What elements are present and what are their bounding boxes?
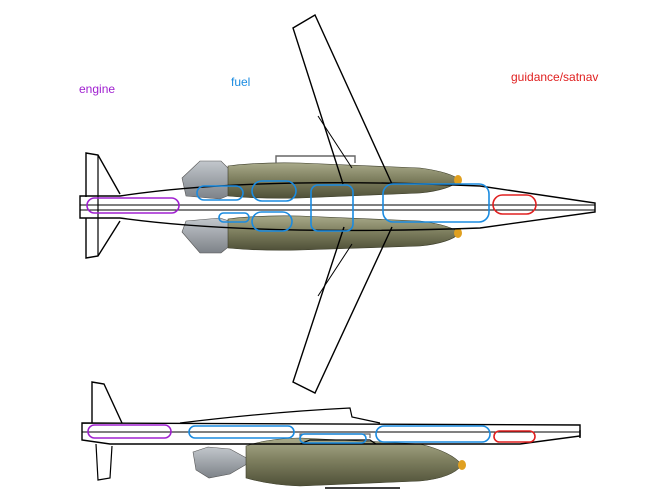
side-fuselage-outline — [81, 422, 581, 445]
top-fuel-zone-1 — [196, 185, 244, 201]
fuel-label: fuel — [231, 75, 251, 89]
top-guidance-zone — [492, 194, 537, 215]
side-bomb-fins — [192, 446, 253, 479]
side-bomb-body — [245, 437, 463, 487]
upper-bomb-fins — [181, 160, 233, 200]
side-bomb-tip — [458, 460, 466, 470]
top-tail-upper — [85, 152, 121, 197]
top-wing-lower — [292, 226, 393, 394]
side-dorsal-hump — [179, 407, 381, 424]
top-wing-brace-1 — [317, 115, 353, 169]
lower-bomb-fins — [181, 217, 233, 254]
side-engine-zone — [87, 424, 172, 439]
side-ventral-pylon — [299, 439, 377, 445]
side-fuel-zone-3 — [375, 425, 491, 443]
engine-label: engine — [79, 82, 116, 96]
top-engine-zone — [86, 197, 180, 214]
side-tail-ventral — [95, 443, 113, 481]
top-wing-brace-2 — [317, 243, 353, 297]
lower-bomb-body — [227, 215, 461, 251]
side-bomb — [192, 433, 466, 489]
side-fuel-zone-2 — [299, 433, 367, 444]
top-fuel-zone-2 — [218, 212, 250, 223]
side-fuel-zone-1 — [188, 425, 295, 439]
side-guidance-zone — [493, 430, 536, 443]
upper-bomb — [181, 155, 462, 200]
upper-bomb-rail — [275, 155, 356, 163]
top-tail-lower — [85, 218, 121, 259]
top-fuel-zone-3 — [251, 180, 297, 202]
top-fuel-zone-6 — [382, 183, 490, 223]
upper-bomb-tip — [454, 175, 462, 185]
top-view — [79, 14, 596, 394]
side-tail-fin — [91, 381, 123, 424]
guidance-label: guidance/satnav — [511, 70, 599, 84]
top-fuel-zone-5 — [310, 184, 354, 232]
top-wing-upper — [292, 14, 393, 185]
lower-bomb-tip — [454, 228, 462, 238]
top-fuel-zone-4 — [251, 211, 293, 232]
side-view — [81, 381, 581, 489]
